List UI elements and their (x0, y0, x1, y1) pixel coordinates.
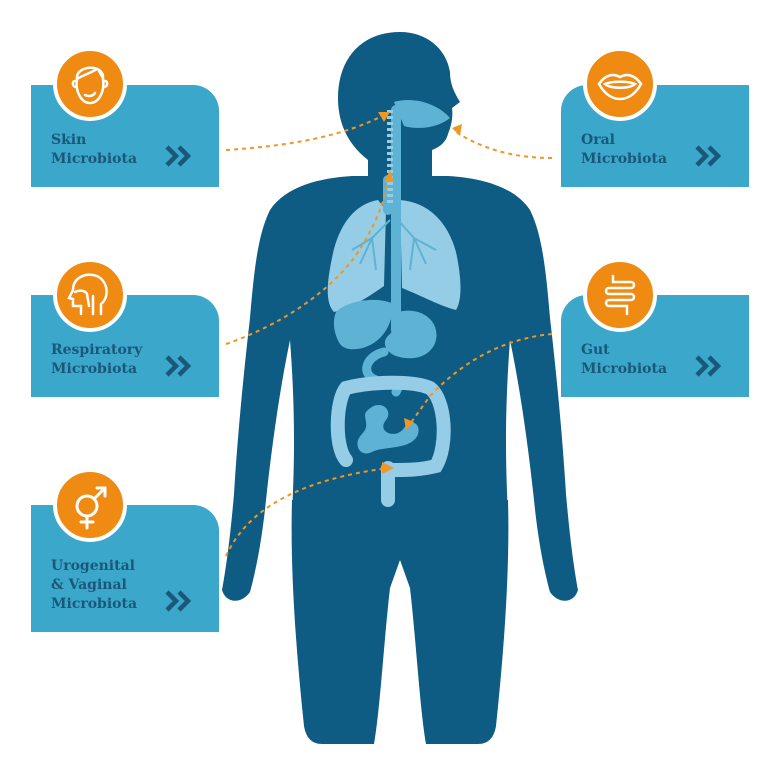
card-urogenital-label: Urogenital & Vaginal Microbiota (51, 558, 138, 612)
left-lung (327, 200, 386, 312)
arrowhead-urogenital (382, 462, 394, 474)
arrow-heads (378, 112, 462, 474)
chevron-right-icon (165, 355, 192, 377)
card-skin-label: Skin Microbiota (51, 132, 138, 167)
large-intestine (330, 375, 451, 477)
mouth-icon (583, 47, 657, 121)
intestine-icon (583, 258, 657, 332)
nasal-cavity (394, 99, 450, 128)
face-icon (53, 47, 127, 121)
connector-arrows (225, 114, 553, 557)
card-respiratory-label: Respiratory Microbiota (51, 342, 143, 377)
arrow-skin (225, 114, 385, 151)
head-airway-icon (53, 258, 127, 332)
arrowhead-gut (404, 418, 414, 430)
chevron-right-icon (165, 590, 192, 612)
gender-icon (53, 468, 127, 542)
legs (291, 500, 509, 744)
arrow-urogenital (225, 467, 389, 557)
right-lung (400, 200, 461, 310)
small-intestine (357, 404, 419, 454)
arrow-oral (455, 131, 553, 159)
card-respiratory[interactable]: Respiratory Microbiota (31, 295, 219, 397)
chevron-right-icon (165, 145, 192, 167)
card-oral-label: Oral Microbiota (581, 132, 668, 167)
bronchi (351, 219, 437, 271)
liver (333, 299, 394, 350)
chevron-right-icon (695, 355, 722, 377)
arrowhead-oral (452, 124, 462, 136)
card-urogenital[interactable]: Urogenital & Vaginal Microbiota (31, 505, 219, 632)
arrowhead-respiratory (384, 170, 394, 182)
card-gut-label: Gut Microbiota (581, 342, 668, 377)
chevron-right-icon (695, 145, 722, 167)
arrowhead-skin (378, 112, 390, 122)
